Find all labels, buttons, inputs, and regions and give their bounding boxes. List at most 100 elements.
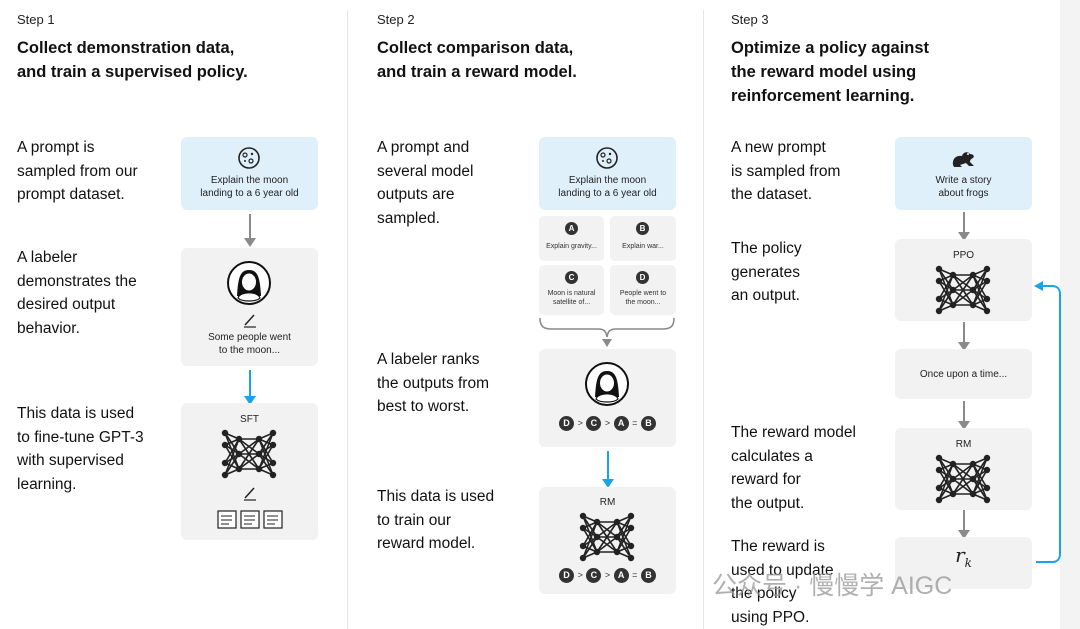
output-text: Explain war... — [622, 243, 664, 250]
step-3-desc-update: The reward is used to update the policy … — [731, 535, 834, 629]
output-line: satellite of... — [552, 299, 591, 306]
rank-operator: > — [577, 570, 583, 580]
ranking-row: D > C > A = B — [539, 568, 676, 583]
desc-line: A prompt is — [17, 139, 95, 156]
step-1-title: Collect demonstration data, and train a … — [17, 36, 248, 84]
desc-line: reward for — [731, 471, 801, 488]
desc-line: A prompt and — [377, 139, 470, 156]
step-3-output-box: Once upon a time... — [895, 349, 1032, 399]
desc-line: the policy — [731, 585, 797, 602]
step-2-labeler-box: D > C > A = B — [539, 349, 676, 447]
desc-line: sampled. — [377, 209, 440, 227]
output-letter-badge: B — [636, 222, 649, 235]
labeler-avatar-icon — [227, 261, 271, 305]
pencil-icon — [244, 487, 256, 501]
step-3-desc-reward-model: The reward model calculates a reward for… — [731, 421, 856, 515]
desc-line: with supervised — [17, 452, 124, 469]
demo-line: to the moon... — [218, 345, 281, 356]
rm-label: RM — [955, 439, 972, 450]
demo-text: Some people went to the moon... — [181, 331, 318, 357]
step-3-column: Step 3 Optimize a policy against the rew… — [703, 10, 1061, 629]
output-line: the moon... — [625, 299, 661, 306]
reward-subscript: k — [964, 556, 972, 570]
step-2-title: Collect comparison data, and train a rew… — [377, 36, 577, 84]
desc-line: best to worst. — [377, 398, 470, 415]
desc-line: the dataset. — [731, 186, 813, 203]
arrow-down-gray — [958, 401, 970, 430]
rank-badge: B — [640, 568, 656, 583]
desc-line: reward model. — [377, 535, 476, 552]
step-3-title-line: reinforcement learning. — [731, 87, 915, 105]
output-a-card: A Explain gravity... — [539, 216, 604, 261]
rank-badge: D — [559, 568, 575, 583]
neural-network-icon — [221, 429, 277, 479]
feedback-loop-arrow — [1034, 281, 1061, 563]
prompt-line: landing to a 6 year old — [200, 188, 299, 199]
step-3-desc-policy: The policy generates an output. — [731, 237, 802, 308]
step-1-desc-prompt: A prompt is sampled from our prompt data… — [17, 136, 138, 207]
prompt-text: Explain the moon landing to a 6 year old — [181, 174, 318, 200]
step-1-labeler-box: Some people went to the moon... — [181, 248, 318, 366]
output-c-card: C Moon is natural satellite of... — [539, 265, 604, 315]
step-1-label: Step 1 — [17, 12, 55, 27]
desc-line: This data is used — [17, 405, 135, 422]
step-2-rm-box: RM D > C > A = B — [539, 487, 676, 594]
moon-icon — [596, 147, 618, 169]
prompt-text: Explain the moon landing to a 6 year old — [539, 174, 676, 200]
step-2-desc-rank: A labeler ranks the outputs from best to… — [377, 348, 489, 419]
desc-line: A labeler — [17, 249, 78, 266]
output-letter-badge: C — [565, 271, 578, 284]
rank-badge: C — [586, 568, 602, 583]
step-3-ppo-box: PPO — [895, 239, 1032, 321]
step-2-title-line: and train a reward model. — [377, 63, 577, 81]
rank-badge: C — [586, 416, 602, 431]
prompt-line: Explain the moon — [210, 175, 289, 186]
output-d-card: D People went to the moon... — [610, 265, 676, 315]
step-1-desc-labeler: A labeler demonstrates the desired outpu… — [17, 246, 137, 340]
policy-output-text: Once upon a time... — [919, 369, 1008, 380]
output-b-card: B Explain war... — [610, 216, 676, 261]
neural-network-icon — [935, 265, 991, 315]
rank-operator: > — [604, 570, 611, 580]
desc-line: to fine-tune GPT-3 — [17, 428, 144, 446]
demo-line: Some people went — [208, 332, 291, 343]
rank-operator: > — [577, 418, 583, 428]
desc-line: A new prompt — [731, 139, 826, 156]
neural-network-icon — [579, 512, 635, 562]
right-gutter — [1060, 0, 1080, 629]
step-1-sft-box: SFT — [181, 403, 318, 540]
rank-badge: D — [559, 416, 575, 431]
neural-network-icon — [935, 454, 991, 504]
bracket-arrow — [539, 317, 675, 347]
step-3-reward-box: rk — [895, 537, 1032, 589]
reward-r: r — [955, 543, 965, 567]
rank-badge: A — [613, 568, 629, 583]
desc-line: the outputs from — [377, 374, 490, 392]
arrow-down-blue — [244, 370, 256, 405]
rank-badge: B — [640, 416, 656, 431]
frog-icon — [952, 152, 974, 167]
desc-line: prompt dataset. — [17, 186, 125, 203]
desc-line: an output. — [731, 287, 800, 304]
labeler-avatar-icon — [585, 362, 629, 406]
step-1-desc-finetune: This data is used to fine-tune GPT-3 wit… — [17, 402, 144, 496]
step-1-column: Step 1 Collect demonstration data, and t… — [0, 10, 345, 629]
step-2-desc-train: This data is used to train our reward mo… — [377, 485, 494, 556]
step-3-rm-box: RM — [895, 428, 1032, 510]
desc-line: This data is used — [377, 488, 495, 505]
output-line: People went to — [619, 290, 667, 297]
output-text: People went to the moon... — [610, 289, 676, 307]
rm-label: RM — [599, 497, 616, 508]
desc-line: calculates a — [731, 447, 813, 465]
rank-operator: = — [632, 418, 638, 428]
output-letter-badge: A — [565, 222, 578, 235]
desc-line: the output. — [731, 494, 805, 512]
arrow-down-gray — [958, 322, 970, 351]
step-1-title-line: Collect demonstration data, — [17, 39, 235, 57]
desc-line: The reward model — [731, 424, 856, 441]
desc-line: desired output — [17, 296, 116, 313]
output-text: Explain gravity... — [546, 243, 597, 250]
step-3-title: Optimize a policy against the reward mod… — [731, 36, 929, 108]
step-3-title-line: Optimize a policy against — [731, 39, 930, 57]
documents-icon — [217, 510, 283, 529]
